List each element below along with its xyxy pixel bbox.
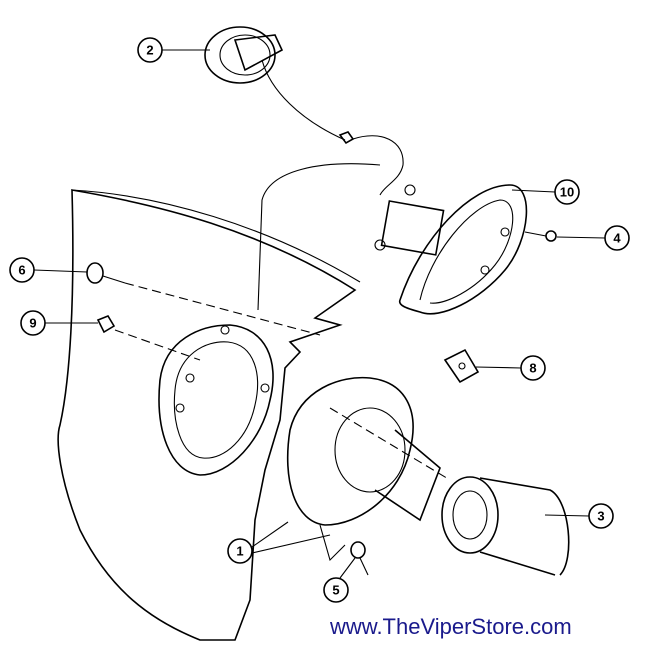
svg-text:2: 2 bbox=[146, 43, 153, 58]
fuel-cap bbox=[204, 26, 404, 311]
svg-text:9: 9 bbox=[29, 316, 36, 331]
svg-text:5: 5 bbox=[332, 583, 339, 598]
callout-9: 9 bbox=[20, 310, 46, 336]
filler-housing bbox=[286, 376, 451, 562]
filler-neck bbox=[441, 476, 570, 576]
callout-8: 8 bbox=[520, 355, 546, 381]
callout-5: 5 bbox=[323, 577, 349, 603]
svg-text:6: 6 bbox=[18, 263, 25, 278]
watermark-url: www.TheViperStore.com bbox=[330, 614, 572, 639]
svg-text:3: 3 bbox=[597, 509, 604, 524]
fuel-door bbox=[374, 184, 528, 315]
mounting-ring bbox=[158, 324, 274, 476]
quarter-panel bbox=[57, 189, 361, 641]
grommet-9 bbox=[96, 315, 201, 361]
leader-lines bbox=[33, 49, 606, 579]
clip-8 bbox=[443, 348, 480, 384]
screw-6 bbox=[86, 262, 321, 336]
callout-6: 6 bbox=[9, 257, 35, 283]
svg-text:4: 4 bbox=[613, 231, 621, 246]
callout-4: 4 bbox=[604, 225, 630, 251]
callout-3: 3 bbox=[588, 503, 614, 529]
svg-text:1: 1 bbox=[236, 544, 243, 559]
callout-1: 1 bbox=[227, 538, 253, 564]
callout-10: 10 bbox=[554, 179, 580, 205]
svg-text:10: 10 bbox=[560, 185, 574, 200]
svg-text:8: 8 bbox=[529, 361, 536, 376]
screw-5 bbox=[350, 541, 369, 576]
callout-2: 2 bbox=[137, 37, 163, 63]
screw-4 bbox=[524, 230, 557, 242]
